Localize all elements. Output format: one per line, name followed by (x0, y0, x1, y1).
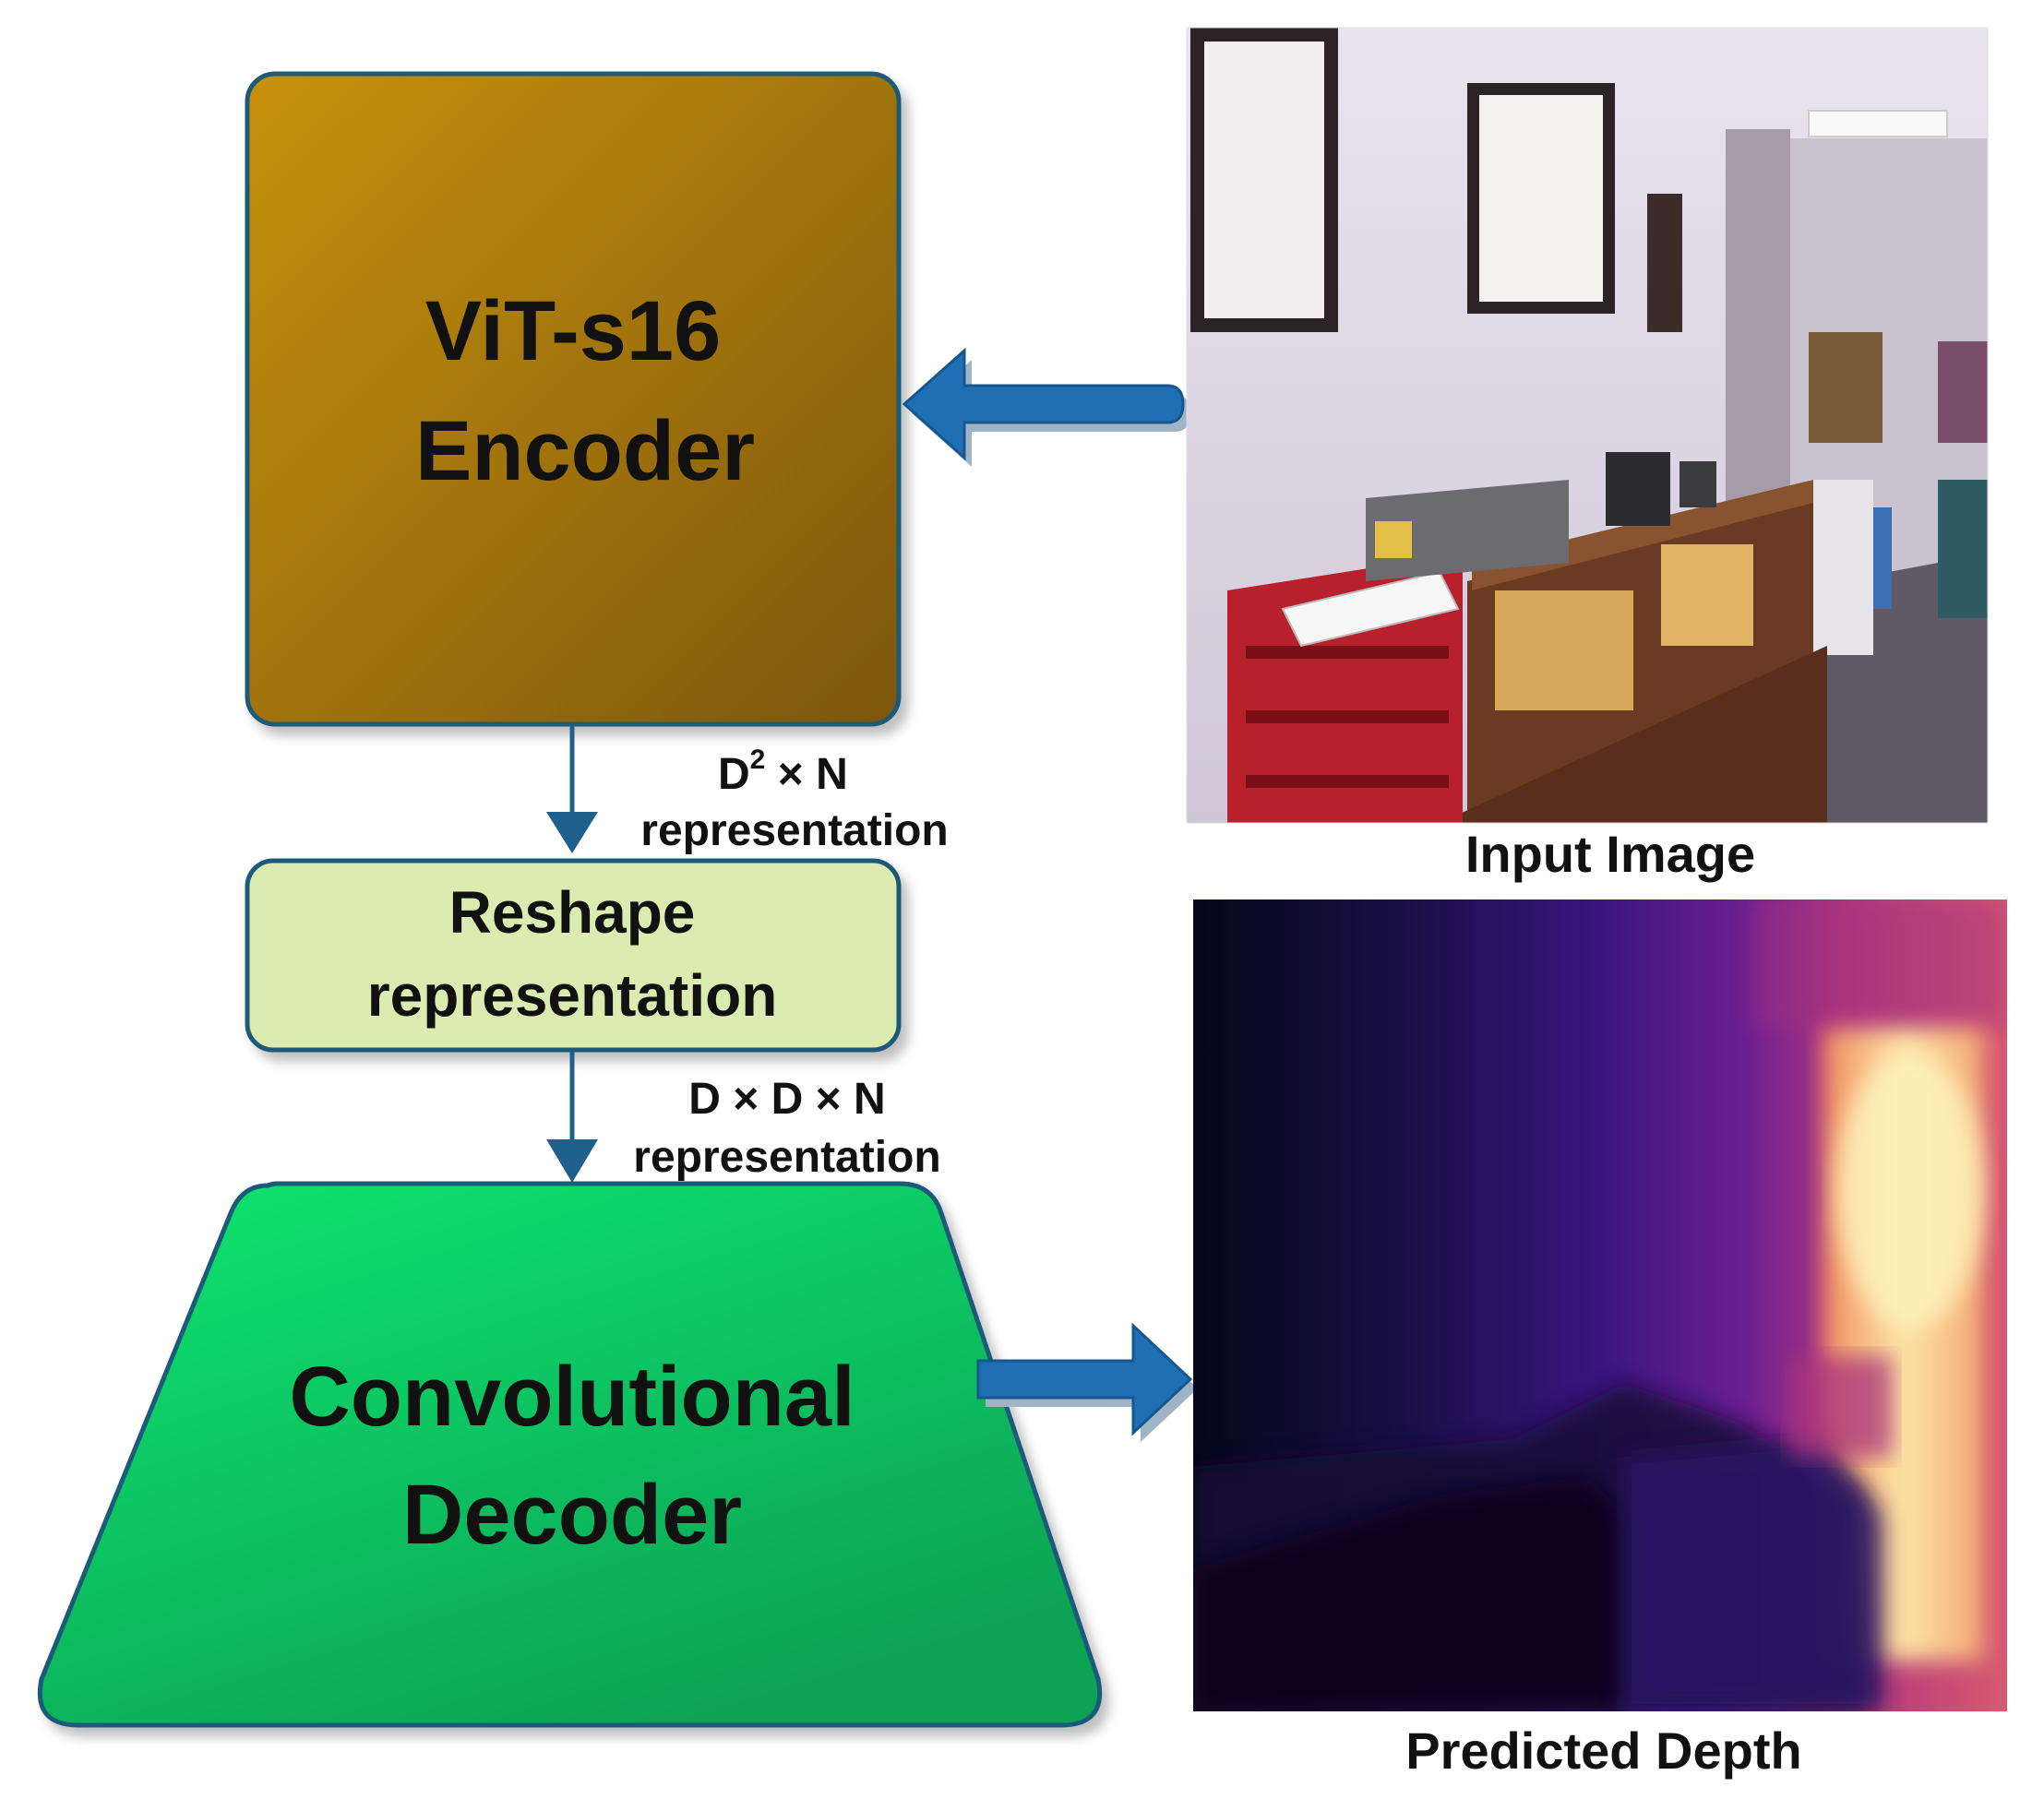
encoder-subtitle: Encoder (415, 404, 755, 498)
connector-reshape-to-decoder (546, 1052, 598, 1183)
input-image-caption: Input Image (1465, 825, 1755, 883)
input-image (1187, 28, 1988, 823)
connector-encoder-to-reshape (546, 725, 598, 853)
encoder-block: ViT-s16 Encoder (245, 71, 902, 727)
reshape-block: Reshape representation (245, 858, 902, 1053)
edge-label-second: D × D × N representation (633, 1075, 940, 1182)
predicted-depth-caption: Predicted Depth (1405, 1722, 1801, 1780)
decoder-subtitle: Decoder (402, 1468, 742, 1562)
edge-label-first-line1: D2 × N (718, 745, 848, 799)
arrow-input-to-encoder (902, 347, 1190, 467)
encoder-title: ViT-s16 (425, 284, 722, 378)
edge-label-second-line1: D × D × N (688, 1075, 885, 1124)
edge-label-first: D2 × N representation (640, 745, 948, 855)
edge-label-second-line2: representation (633, 1133, 940, 1182)
edge-label-first-line2: representation (640, 806, 948, 855)
decoder-block: Convolutional Decoder (37, 1181, 1103, 1728)
arrow-decoder-to-depth (976, 1322, 1198, 1442)
reshape-subtitle: representation (367, 962, 778, 1029)
predicted-depth-image (1193, 900, 2007, 1711)
decoder-title: Convolutional (289, 1350, 855, 1444)
reshape-title: Reshape (449, 879, 696, 946)
